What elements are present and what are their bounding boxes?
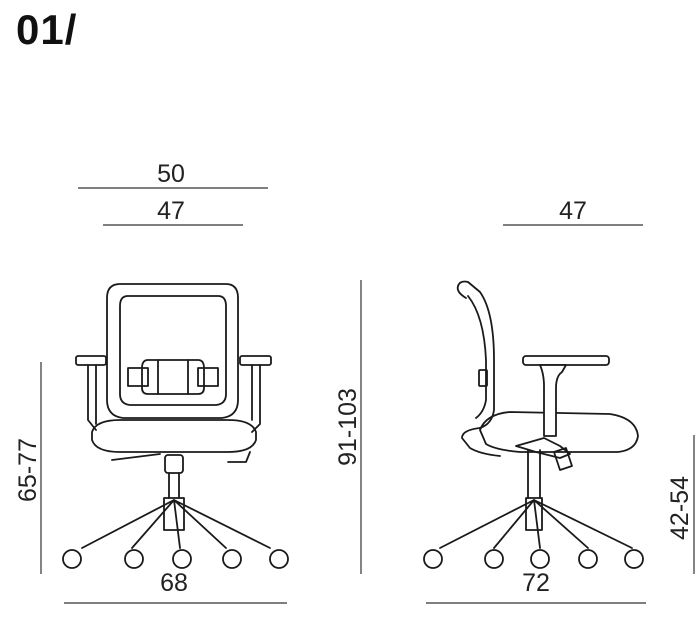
dim-armrest-height-label: 65-77	[14, 438, 42, 502]
side-caster-5	[624, 549, 644, 569]
side-chair-drawing	[423, 280, 644, 569]
page-title: 01/	[16, 6, 78, 53]
front-view-dimensions: 50 47 65-77 68	[14, 160, 287, 604]
front-lumbar-pad	[141, 359, 205, 395]
side-tension-lever	[553, 447, 573, 471]
side-base-hub	[525, 497, 543, 531]
front-caster-1	[62, 549, 82, 569]
front-caster-4	[222, 549, 242, 569]
side-lumbar-knob	[478, 369, 488, 387]
side-backrest-lower-frame	[461, 427, 501, 457]
side-caster-4	[578, 549, 598, 569]
side-star-base-legs	[439, 499, 633, 549]
side-caster-1	[423, 549, 443, 569]
front-armrest-post-left	[87, 364, 97, 431]
side-armrest-pad	[522, 355, 610, 366]
side-seat-mechanism	[515, 437, 571, 459]
front-lumbar-right	[197, 367, 219, 387]
front-armrest-post-right	[251, 364, 261, 433]
side-backrest-top	[456, 285, 467, 299]
front-caster-2	[124, 549, 144, 569]
side-backrest-outer	[457, 280, 495, 429]
total-height-dimension: 91-103	[334, 280, 362, 574]
front-caster-3	[172, 549, 192, 569]
front-chair-drawing	[62, 283, 289, 569]
front-armrest-pad-right	[239, 355, 272, 366]
front-mechanism-box	[164, 454, 184, 474]
front-base-hub	[163, 497, 185, 531]
side-caster-3	[530, 549, 550, 569]
dim-overall-width-label: 50	[157, 160, 185, 188]
side-view-dimensions: 47 42-54 72	[426, 197, 695, 604]
front-lumbar-left	[127, 367, 149, 387]
front-gas-cylinder	[168, 472, 180, 499]
dim-seat-height-label: 42-54	[666, 476, 694, 540]
front-seat-cushion	[91, 419, 257, 453]
front-seat-mechanism	[111, 451, 251, 463]
dim-seat-depth-label: 47	[559, 197, 587, 225]
front-armrest-pad-left	[75, 355, 107, 366]
side-armrest-post	[539, 364, 567, 437]
side-gas-cylinder	[527, 449, 541, 499]
front-caster-5	[269, 549, 289, 569]
side-seat-cushion	[479, 411, 639, 453]
front-backrest-mesh	[119, 295, 227, 406]
dim-base-depth-label: 72	[522, 569, 550, 597]
front-star-base-legs	[81, 499, 271, 549]
dim-base-width-label: 68	[160, 569, 188, 597]
dim-seat-width-label: 47	[157, 197, 185, 225]
side-caster-2	[484, 549, 504, 569]
dim-total-height-label: 91-103	[334, 388, 362, 466]
front-backrest-frame	[106, 283, 239, 419]
side-backrest-inner	[467, 295, 487, 419]
